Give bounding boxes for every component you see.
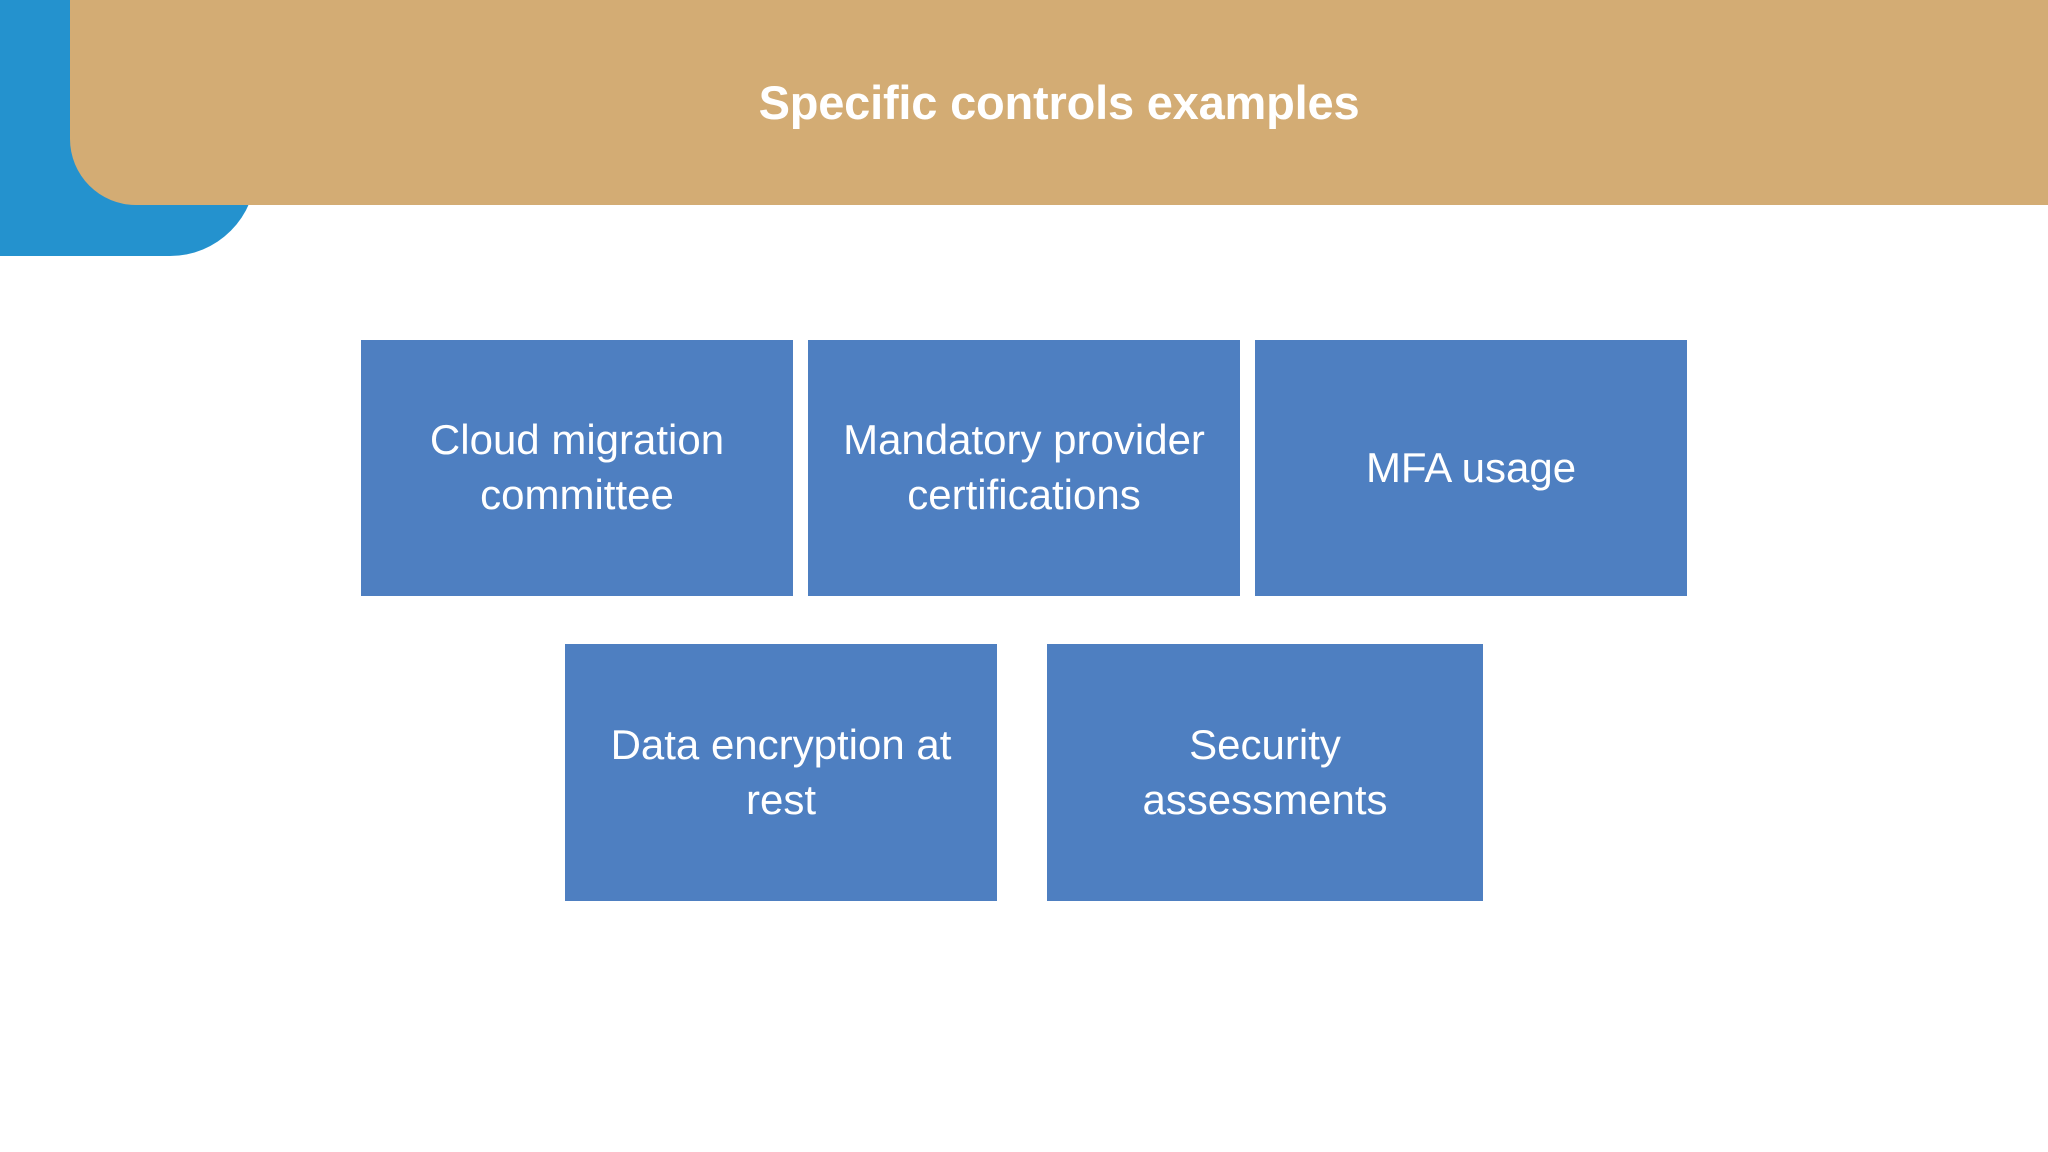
control-box-cloud-migration-committee[interactable]: Cloud migration committee (361, 340, 793, 596)
control-box-mfa-usage[interactable]: MFA usage (1255, 340, 1687, 596)
header-tan-banner-shape (70, 0, 2048, 205)
control-box-security-assessments[interactable]: Security assessments (1047, 644, 1483, 901)
controls-diagram: Cloud migration committee Mandatory prov… (0, 340, 2048, 940)
page-title: Specific controls examples (758, 75, 1360, 129)
diagram-row-1: Cloud migration committee Mandatory prov… (0, 340, 2048, 596)
diagram-row-2: Data encryption at rest Security assessm… (0, 644, 2048, 901)
control-box-data-encryption-at-rest[interactable]: Data encryption at rest (565, 644, 997, 901)
control-box-mandatory-provider-certifications[interactable]: Mandatory provider certifications (808, 340, 1240, 596)
